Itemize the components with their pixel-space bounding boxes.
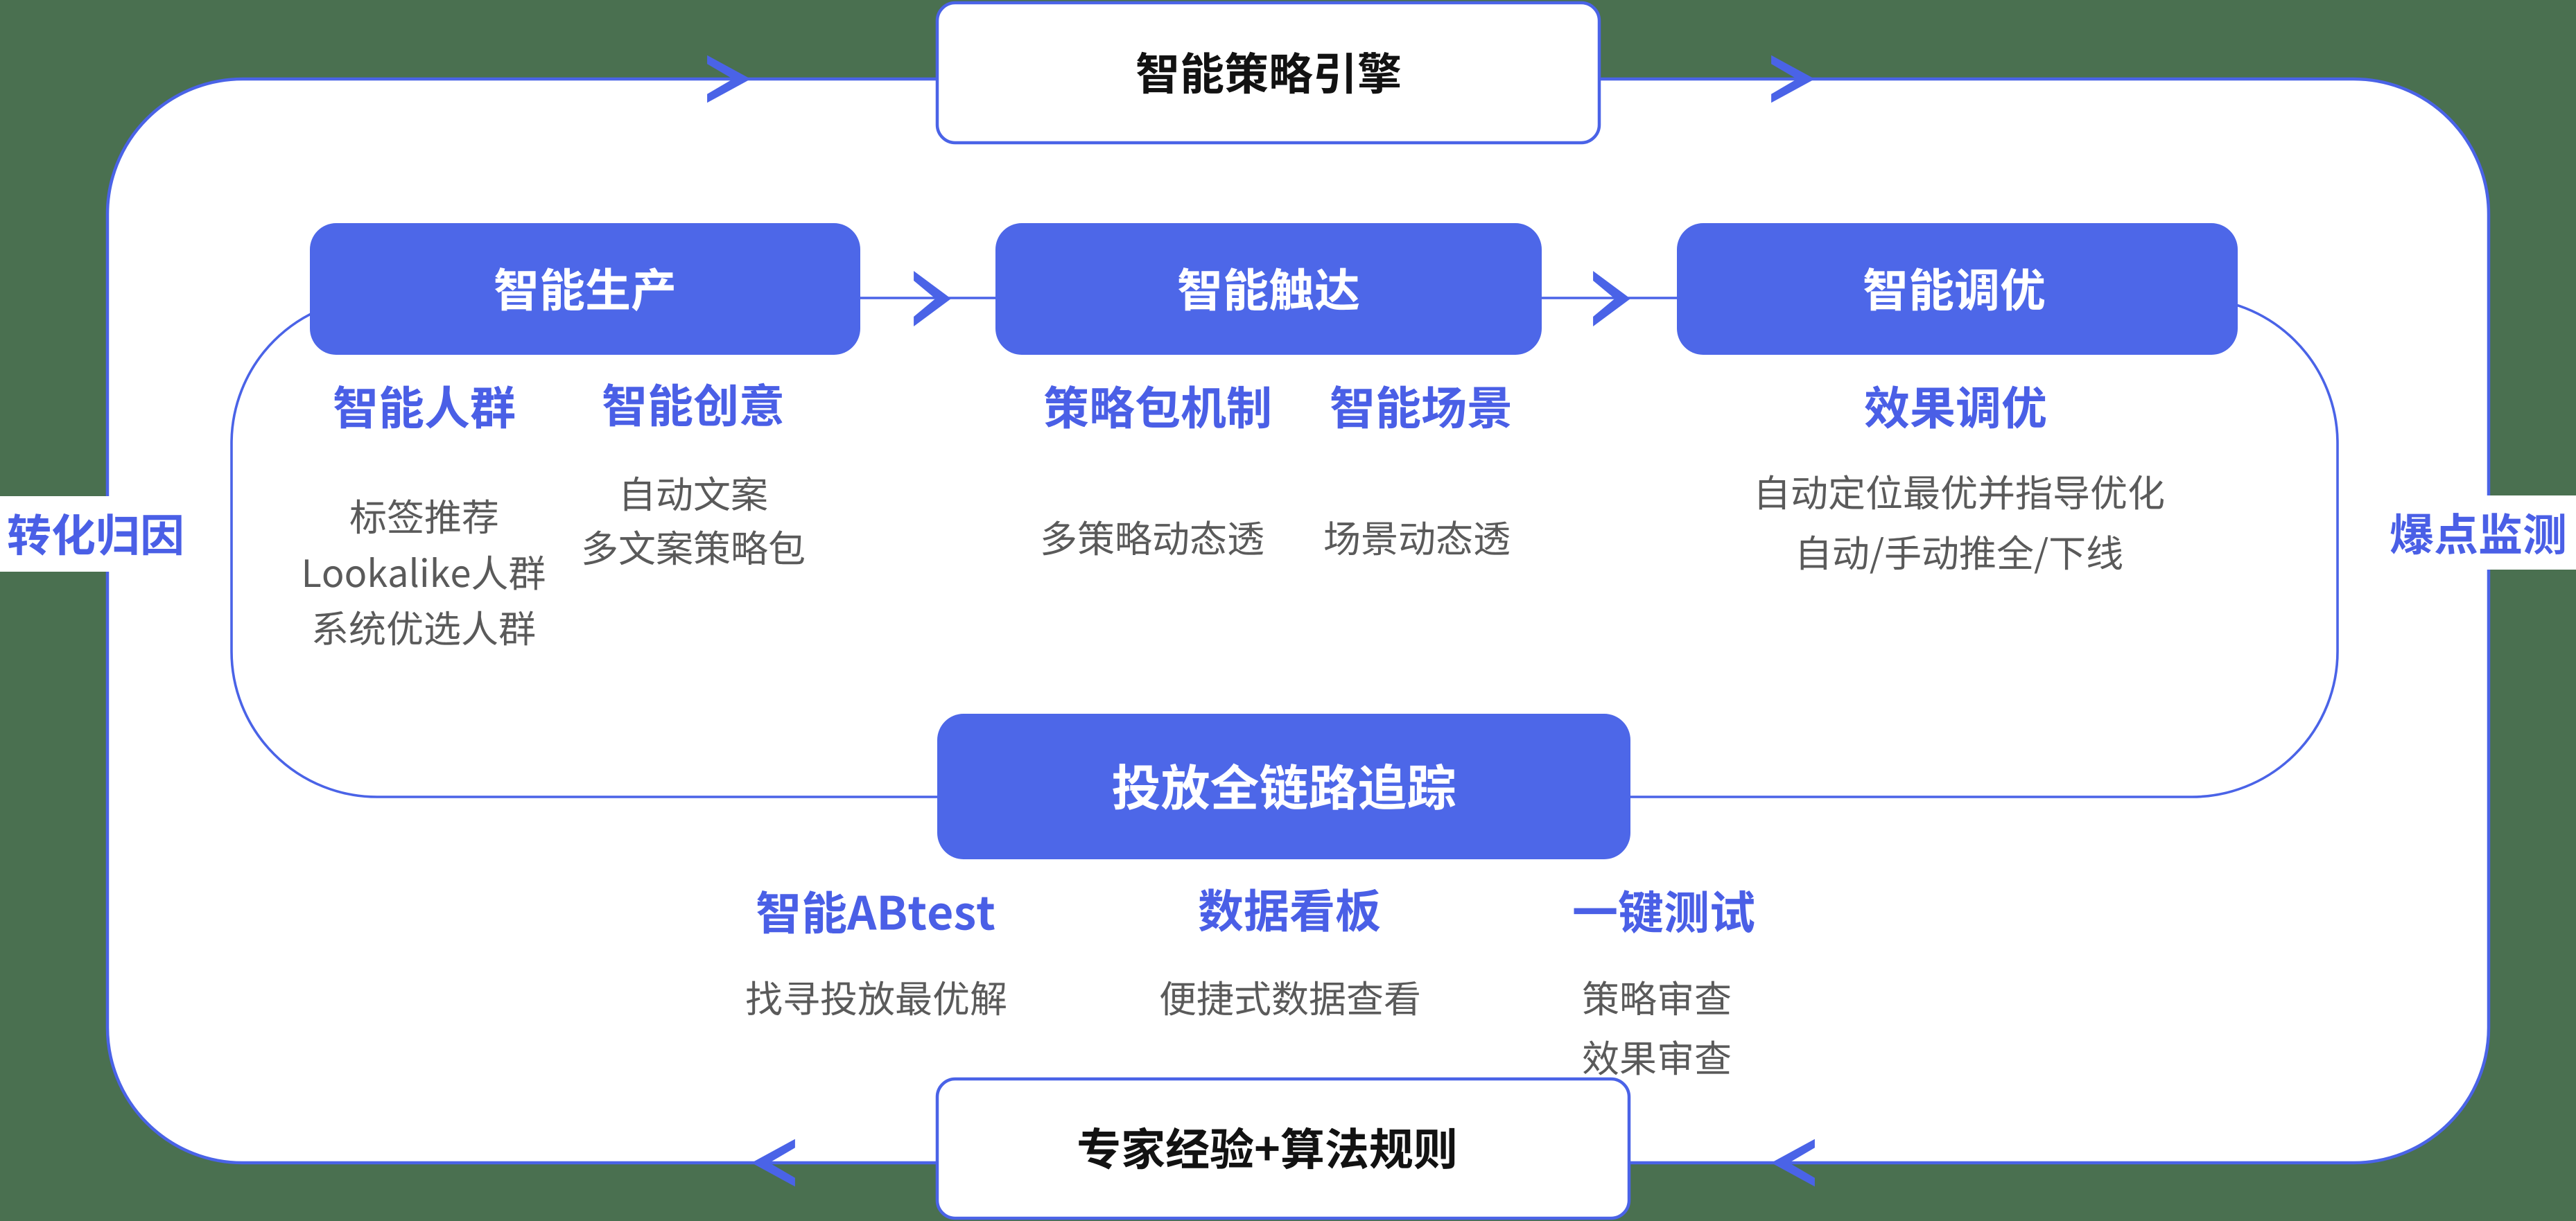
svg-text:智能人群: 智能人群: [333, 371, 516, 438]
svg-text:自动定位最优并指导优化: 自动定位最优并指导优化: [1753, 463, 2165, 518]
svg-text:自动/手动推全/下线: 自动/手动推全/下线: [1795, 523, 2123, 578]
svg-text:Lookalike人群: Lookalike人群: [302, 543, 546, 598]
svg-text:便捷式数据查看: 便捷式数据查看: [1159, 969, 1421, 1024]
svg-text:策略包机制: 策略包机制: [1043, 371, 1272, 438]
svg-text:专家经验+算法规则: 专家经验+算法规则: [1077, 1115, 1458, 1179]
svg-text:投放全链路追踪: 投放全链路追踪: [1111, 749, 1456, 820]
svg-text:自动文案: 自动文案: [618, 464, 768, 519]
svg-text:数据看板: 数据看板: [1198, 875, 1381, 941]
svg-text:一键测试: 一键测试: [1572, 876, 1755, 942]
svg-text:系统优选人群: 系统优选人群: [311, 599, 536, 653]
svg-text:效果调优: 效果调优: [1864, 371, 2047, 438]
svg-text:智能调优: 智能调优: [1863, 254, 2046, 320]
svg-text:智能策略引擎: 智能策略引擎: [1135, 39, 1402, 103]
svg-text:爆点监测: 爆点监测: [2390, 500, 2567, 564]
svg-text:标签推荐: 标签推荐: [349, 487, 499, 542]
svg-text:转化归因: 转化归因: [7, 501, 184, 565]
svg-text:多文案策略包: 多文案策略包: [581, 518, 806, 573]
svg-text:智能触达: 智能触达: [1177, 254, 1360, 320]
svg-text:智能创意: 智能创意: [602, 369, 785, 436]
svg-text:多策略动态透: 多策略动态透: [1040, 509, 1264, 563]
svg-text:智能ABtest: 智能ABtest: [756, 877, 995, 943]
svg-text:智能生产: 智能生产: [494, 254, 677, 320]
svg-text:策略审查: 策略审查: [1582, 969, 1732, 1024]
svg-text:效果审查: 效果审查: [1582, 1028, 1732, 1083]
svg-text:智能场景: 智能场景: [1330, 371, 1513, 438]
svg-text:找寻投放最优解: 找寻投放最优解: [745, 969, 1007, 1024]
svg-text:场景动态透: 场景动态透: [1323, 509, 1511, 563]
